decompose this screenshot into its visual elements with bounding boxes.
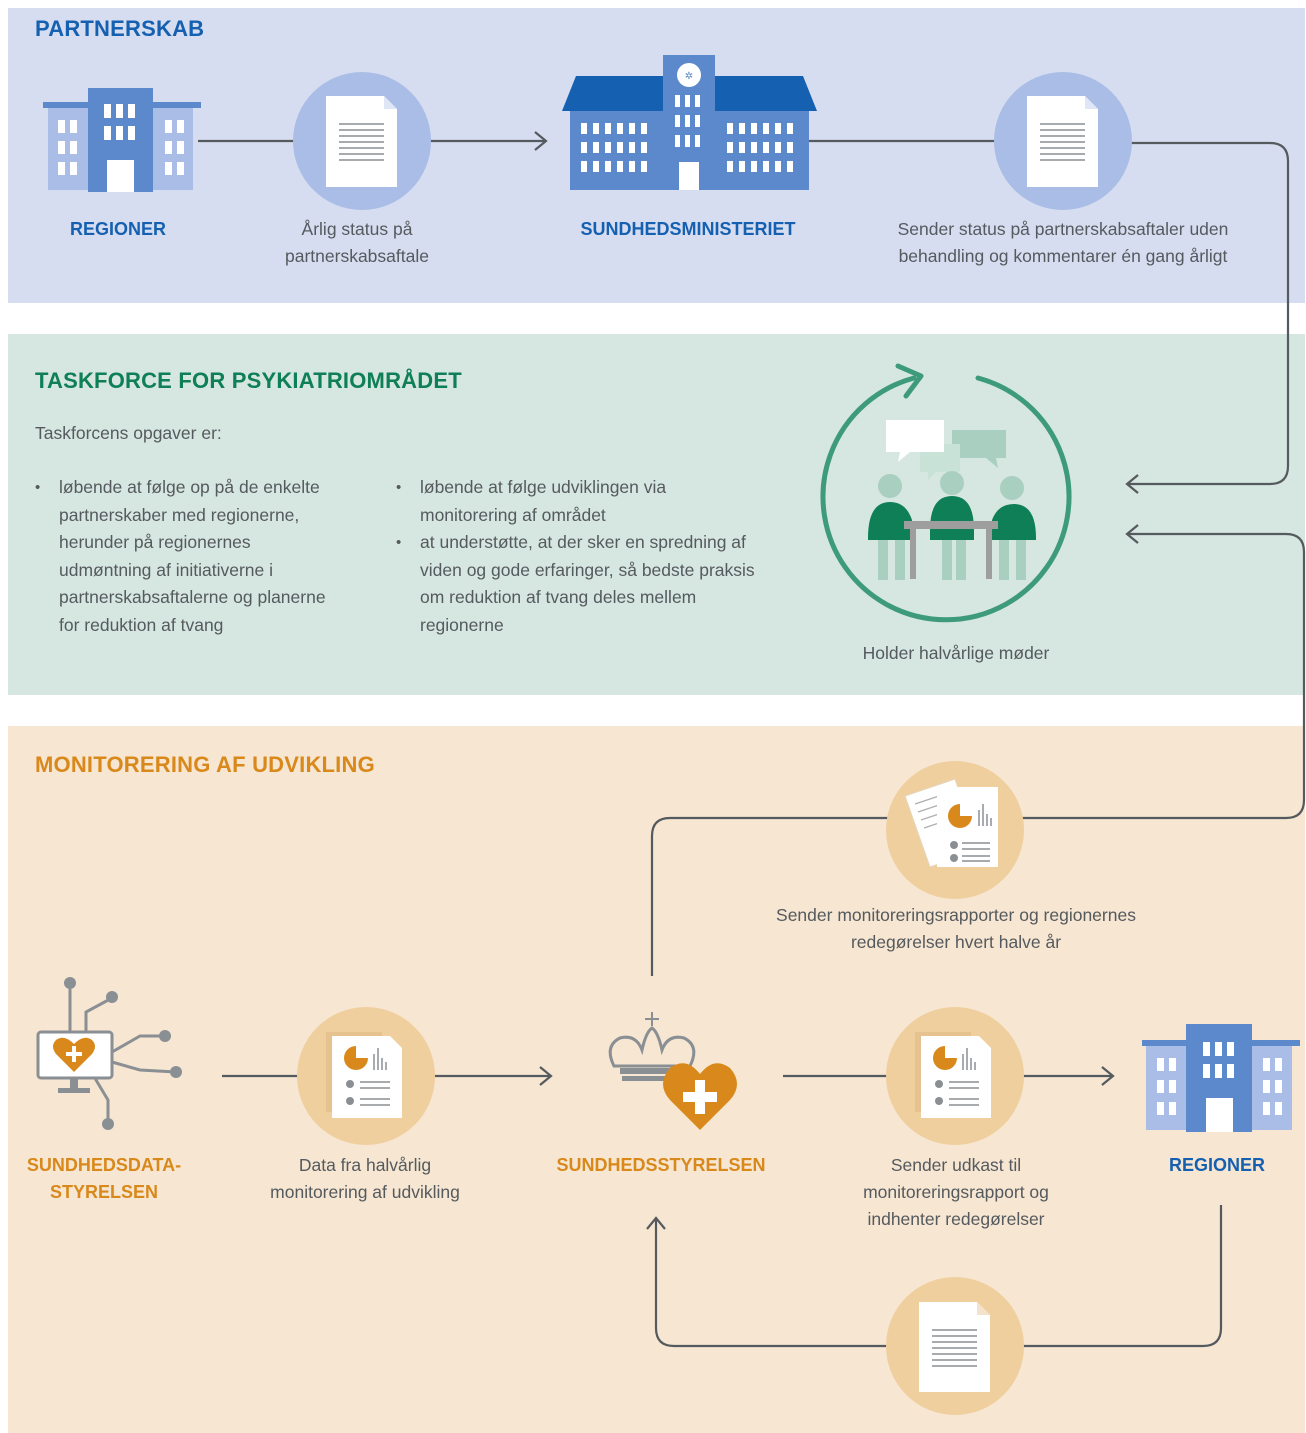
crown-heart-icon [608,1012,737,1130]
connector-lines [198,131,1306,1348]
ministeriet-label: SUNDHEDSMINISTERIET [580,219,796,239]
document-circle-icon [293,72,431,210]
regioner-label: REGIONER [69,219,166,239]
meeting-cycle-icon [820,363,1072,623]
regioner-building-icon [43,88,201,192]
report-circle-icon [297,1007,435,1145]
aarlig-status-label: Årlig status på partnerskabsaftale [285,219,429,266]
data-fra-label: Data fra halvårlig monitorering af udvik… [270,1155,460,1202]
taskforce-bullets-left: løbende at følge op på de enkelte partne… [35,474,345,639]
document-circle-icon [994,72,1132,210]
data-monitor-icon [36,977,182,1130]
monitorering-title: MONITORERING AF UDVIKLING [35,752,375,777]
partnerskab-title: PARTNERSKAB [35,16,205,41]
report-circle-icon [886,1007,1024,1145]
task-bullet: løbende at følge op på de enkelte partne… [35,474,345,639]
sender-rapporter-label: Sender monitoreringsrapporter og regione… [776,905,1136,952]
task-bullet: at understøtte, at der sker en spredning… [396,529,766,639]
reports-circle-icon [886,761,1024,899]
styrelsen-label: SUNDHEDSSTYRELSEN [556,1155,766,1175]
regioner-label: REGIONER [1168,1155,1265,1175]
sender-status-label: Sender status på partnerskabsaftaler ude… [897,219,1229,266]
svg-text:✲: ✲ [685,71,693,82]
regioner-building-icon [1142,1024,1300,1132]
ministry-building-icon: ✲ [562,55,817,190]
sender-udkast-label: Sender udkast til monitoreringsrapport o… [863,1155,1049,1229]
taskforce-intro: Taskforcens opgaver er: [35,423,222,443]
document-circle-icon [886,1277,1024,1415]
datastyrelsen-label: SUNDHEDSDATA- STYRELSEN [26,1155,182,1202]
taskforce-title: TASKFORCE FOR PSYKIATRIOMRÅDET [35,368,462,393]
task-bullet: løbende at følge udviklingen via monitor… [396,474,766,529]
taskforce-bullets-right: løbende at følge udviklingen via monitor… [396,474,766,639]
meetings-label: Holder halvårlige møder [862,643,1050,663]
